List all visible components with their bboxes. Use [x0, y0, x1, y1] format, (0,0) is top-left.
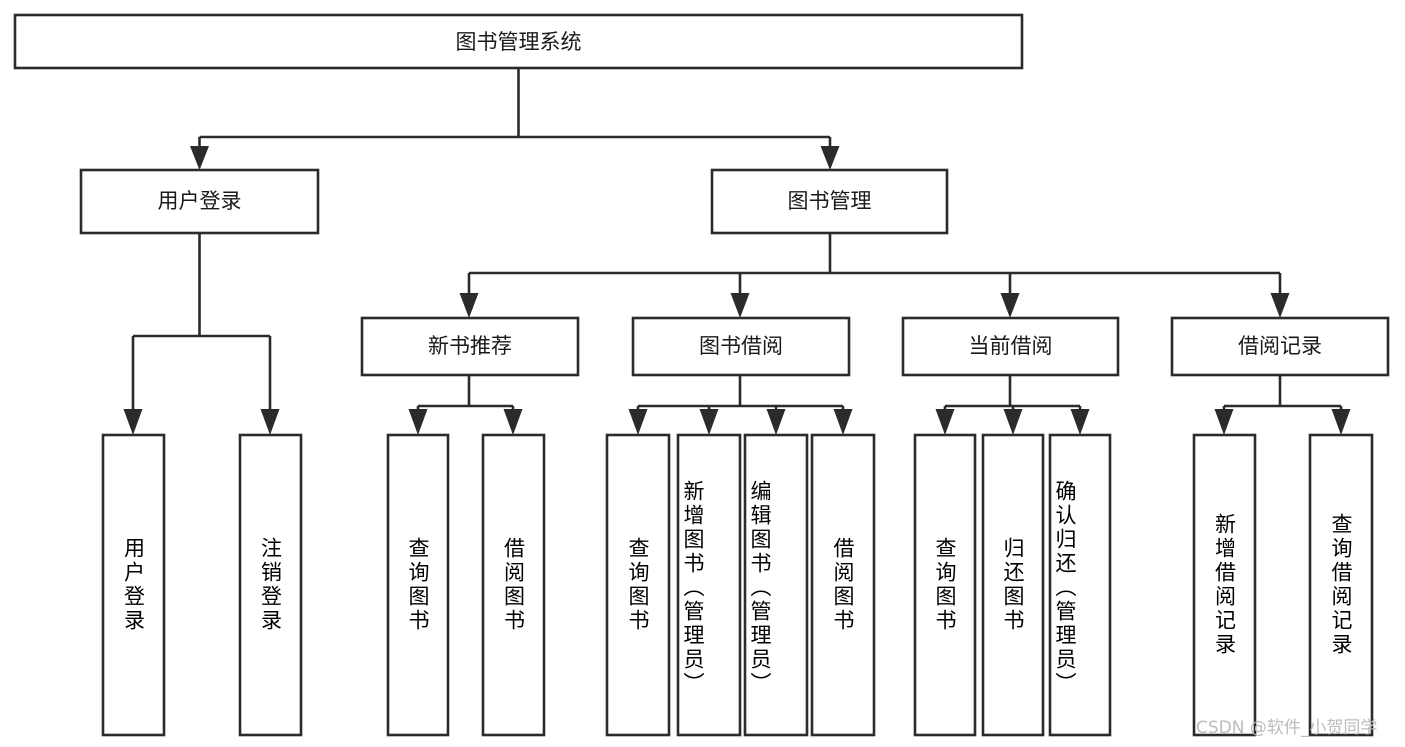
arrow-head-book-management: [820, 146, 840, 170]
node-current-borrow-box[interactable]: [901, 316, 1120, 377]
arrow-head-leaf-query-book-recommend: [408, 409, 428, 435]
node-leaf-user-login-box[interactable]: [101, 433, 166, 737]
csdn-watermark: CSDN @软件_小贺同学: [1196, 718, 1377, 738]
arrow-head-leaf-borrow-book: [833, 409, 853, 435]
arrow-head-leaf-query-book-current: [935, 409, 955, 435]
node-leaf-borrow-book[interactable]: 借阅图书: [810, 433, 876, 737]
node-leaf-query-book-current[interactable]: 查询图书: [913, 433, 977, 737]
arrow-head-current-borrow: [1000, 293, 1020, 318]
node-leaf-logout-login-label: 注销登录: [258, 537, 283, 633]
arrow-head-leaf-add-borrow-record: [1214, 409, 1234, 435]
node-leaf-add-book-admin-label: 新增图书（管理员）: [681, 480, 705, 696]
arrow-head-leaf-return-book: [1003, 409, 1023, 435]
node-leaf-query-borrow-record-label: 查询借阅记录: [1329, 513, 1353, 657]
arrow-head-leaf-query-book-borrow: [628, 409, 648, 435]
node-leaf-logout-login[interactable]: 注销登录: [238, 433, 303, 737]
node-leaf-return-book-box[interactable]: [981, 433, 1045, 737]
node-leaf-add-borrow-record[interactable]: 新增借阅记录: [1192, 433, 1257, 737]
node-leaf-confirm-return-admin-box[interactable]: [1048, 433, 1112, 737]
node-leaf-confirm-return-admin[interactable]: 确认归还（管理员）: [1048, 433, 1112, 737]
node-borrow-record[interactable]: 借阅记录: [1170, 316, 1390, 377]
node-user-login-box[interactable]: [79, 168, 320, 235]
arrow-head-leaf-add-book-admin: [699, 409, 719, 435]
node-leaf-query-book-borrow[interactable]: 查询图书: [605, 433, 671, 737]
node-root-label: 图书管理系统: [456, 30, 582, 54]
node-current-borrow-label: 当前借阅: [969, 334, 1053, 358]
node-leaf-add-book-admin-box[interactable]: [676, 433, 742, 737]
node-leaf-add-borrow-record-box[interactable]: [1192, 433, 1257, 737]
node-leaf-query-book-borrow-label: 查询图书: [626, 537, 650, 633]
node-leaf-add-borrow-record-label: 新增借阅记录: [1212, 513, 1237, 657]
node-leaf-borrow-book-recommend[interactable]: 借阅图书: [481, 433, 546, 737]
node-leaf-borrow-book-recommend-label: 借阅图书: [501, 537, 526, 633]
node-leaf-query-book-recommend[interactable]: 查询图书: [386, 433, 450, 737]
node-leaf-query-book-recommend-label: 查询图书: [406, 537, 430, 633]
node-leaf-query-book-recommend-box[interactable]: [386, 433, 450, 737]
node-leaf-query-book-current-label: 查询图书: [933, 537, 957, 633]
node-book-borrow-box[interactable]: [631, 316, 851, 377]
node-leaf-confirm-return-admin-label: 确认归还（管理员）: [1053, 480, 1077, 696]
connectors-layer: [123, 68, 1351, 435]
arrow-head-borrow-record: [1270, 293, 1290, 318]
arrow-head-leaf-confirm-return-admin: [1070, 409, 1090, 435]
arrow-head-new-book-recommend: [459, 293, 479, 318]
node-leaf-query-book-current-box[interactable]: [913, 433, 977, 737]
node-leaf-return-book-label: 归还图书: [1001, 537, 1025, 633]
node-leaf-edit-book-admin-box[interactable]: [743, 433, 809, 737]
node-new-book-recommend-label: 新书推荐: [428, 334, 512, 358]
arrow-head-leaf-user-login: [123, 409, 143, 435]
node-new-book-recommend[interactable]: 新书推荐: [360, 316, 580, 377]
node-book-borrow-label: 图书借阅: [699, 334, 783, 358]
node-book-management[interactable]: 图书管理: [710, 168, 949, 235]
node-leaf-user-login[interactable]: 用户登录: [101, 433, 166, 737]
node-leaf-borrow-book-label: 借阅图书: [831, 537, 855, 633]
arrow-head-user-login: [190, 146, 209, 170]
node-book-management-label: 图书管理: [788, 189, 872, 213]
node-leaf-add-book-admin[interactable]: 新增图书（管理员）: [676, 433, 742, 737]
arrow-head-leaf-logout-login: [260, 409, 280, 435]
arrow-head-leaf-query-borrow-record: [1331, 409, 1351, 435]
node-borrow-record-box[interactable]: [1170, 316, 1390, 377]
node-leaf-borrow-book-recommend-box[interactable]: [481, 433, 546, 737]
node-borrow-record-label: 借阅记录: [1238, 334, 1322, 358]
node-root[interactable]: 图书管理系统: [13, 13, 1024, 70]
arrow-head-leaf-borrow-book-recommend: [503, 409, 523, 435]
node-leaf-edit-book-admin-label: 编辑图书（管理员）: [748, 480, 772, 696]
node-leaf-borrow-book-box[interactable]: [810, 433, 876, 737]
node-current-borrow[interactable]: 当前借阅: [901, 316, 1120, 377]
node-leaf-return-book[interactable]: 归还图书: [981, 433, 1045, 737]
arrow-head-book-borrow: [730, 293, 750, 318]
node-leaf-logout-login-box[interactable]: [238, 433, 303, 737]
node-new-book-recommend-box[interactable]: [360, 316, 580, 377]
node-book-management-box[interactable]: [710, 168, 949, 235]
node-leaf-edit-book-admin[interactable]: 编辑图书（管理员）: [743, 433, 809, 737]
node-user-login-label: 用户登录: [158, 189, 242, 213]
node-leaf-query-book-borrow-box[interactable]: [605, 433, 671, 737]
node-root-box[interactable]: [13, 13, 1024, 70]
node-leaf-query-borrow-record[interactable]: 查询借阅记录: [1308, 433, 1374, 737]
node-leaf-user-login-label: 用户登录: [121, 537, 146, 633]
arrow-head-leaf-edit-book-admin: [766, 409, 786, 435]
node-leaf-query-borrow-record-box[interactable]: [1308, 433, 1374, 737]
node-book-borrow[interactable]: 图书借阅: [631, 316, 851, 377]
node-user-login[interactable]: 用户登录: [79, 168, 320, 235]
